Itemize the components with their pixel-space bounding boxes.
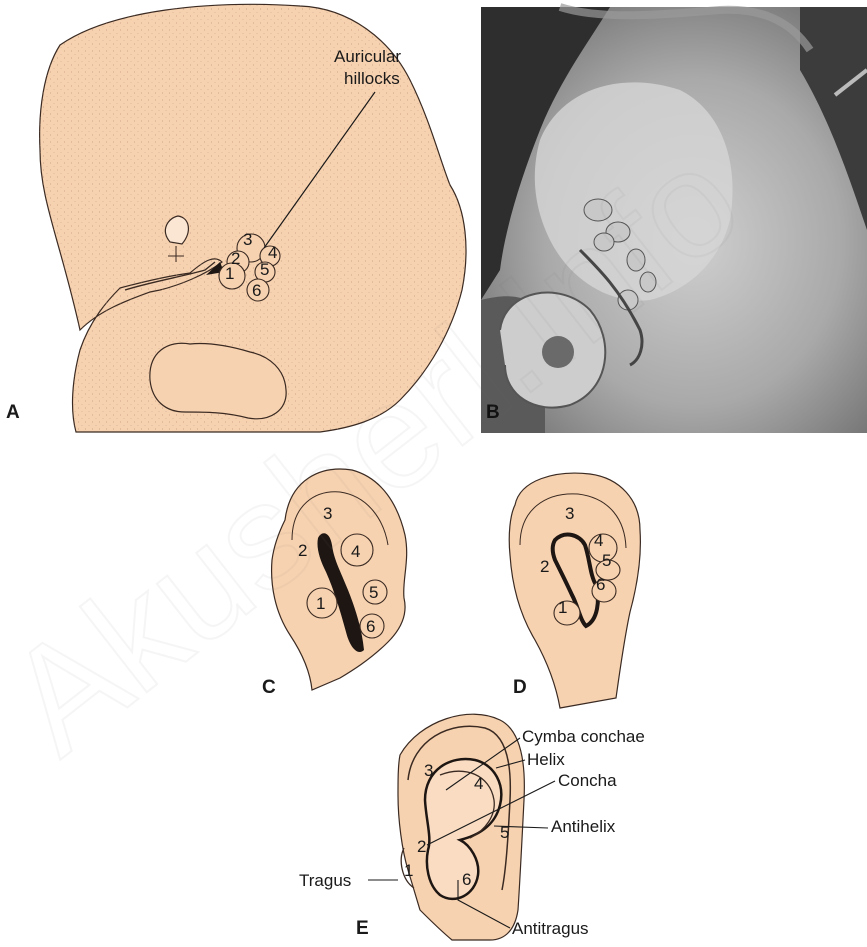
panel-letter-e: E [356,918,369,939]
hillock-label-e-3: 3 [424,761,433,780]
label-antihelix: Antihelix [551,817,616,836]
label-antitragus: Antitragus [512,919,589,938]
hillock-label-c-5: 5 [369,583,378,602]
panel-e: 3 4 2 5 1 6 Cymba conchae Helix Concha A… [299,714,645,940]
hillock-label-a-1: 1 [225,264,234,283]
hillock-label-a-3: 3 [243,230,252,249]
auricular-label-line1: Auricular [334,47,401,66]
hillock-label-e-1: 1 [404,861,413,880]
auricular-label-line2: hillocks [344,69,400,88]
ear-d-outline [509,473,640,708]
hillock-label-d-6: 6 [596,575,605,594]
hillock-label-d-2: 2 [540,557,549,576]
hillock-label-a-6: 6 [252,281,261,300]
label-helix: Helix [527,750,565,769]
hillock-label-d-1: 1 [558,598,567,617]
hillock-label-e-4: 4 [474,774,483,793]
hillock-label-d-3: 3 [565,504,574,523]
hillock-label-d-4: 4 [594,531,603,550]
label-tragus: Tragus [299,871,351,890]
label-cymba-conchae: Cymba conchae [522,727,645,746]
hillock-label-e-2: 2 [417,837,426,856]
hillock-label-a-5: 5 [260,260,269,279]
panel-letter-a: A [6,402,20,423]
hillock-label-e-6: 6 [462,870,471,889]
label-concha: Concha [558,771,617,790]
hillock-label-c-6: 6 [366,617,375,636]
hillock-label-d-5: 5 [602,551,611,570]
panel-letter-c: C [262,677,276,698]
panel-letter-d: D [513,677,527,698]
panel-d: 3 2 4 5 6 1 D [509,473,640,708]
